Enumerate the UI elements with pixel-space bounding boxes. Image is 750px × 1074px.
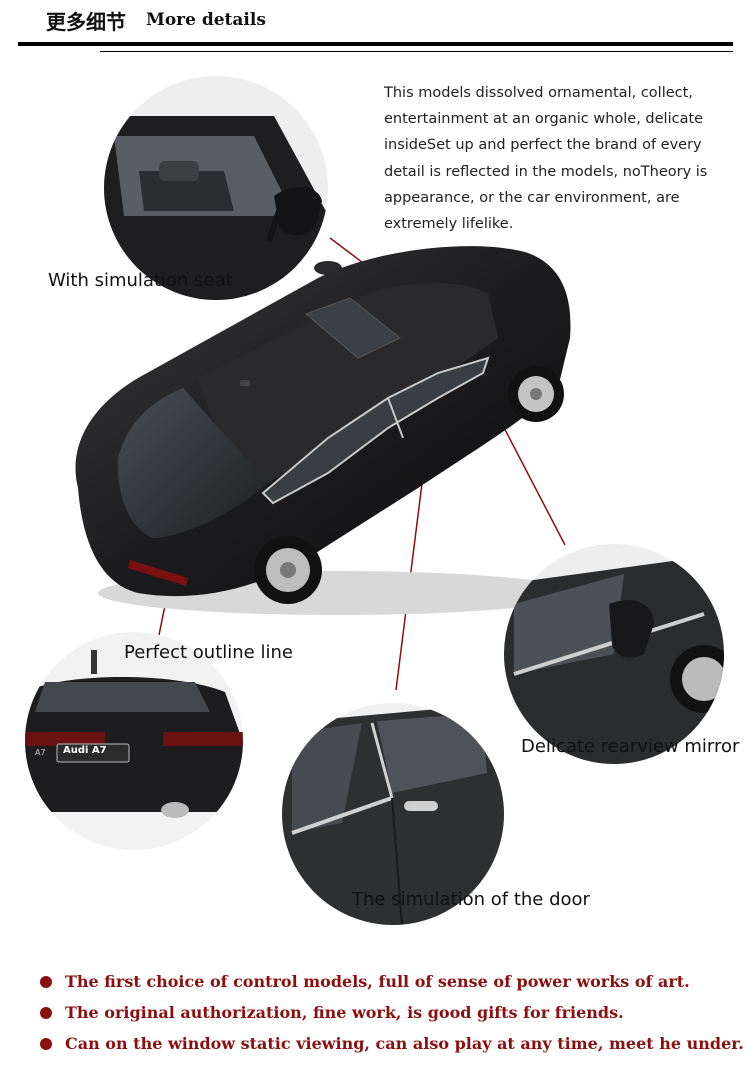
callout-door-label: The simulation of the door xyxy=(352,889,590,910)
rear-side-badge: A7 xyxy=(35,748,46,757)
header-rule-thick xyxy=(18,42,733,46)
bullet-dot-icon xyxy=(40,1006,52,1019)
list-item: Can on the window static viewing, can al… xyxy=(40,1028,744,1059)
feature-text: The original authorization, fine work, i… xyxy=(65,1003,624,1022)
bullet-dot-icon xyxy=(40,975,52,988)
rear-badge: Audi A7 xyxy=(63,745,107,756)
main-car-image xyxy=(75,246,578,615)
list-item: The original authorization, fine work, i… xyxy=(40,997,740,1028)
seat-detail-image xyxy=(104,76,328,300)
feature-list: The first choice of control models, full… xyxy=(40,966,744,1059)
feature-text: Can on the window static viewing, can al… xyxy=(65,1034,744,1053)
header-title-cn: 更多细节 xyxy=(46,10,126,34)
header-rule-thin xyxy=(100,51,733,52)
header-title-en: More details xyxy=(146,10,266,30)
callout-seat-label: With simulation seat xyxy=(48,270,233,291)
list-item: The first choice of control models, full… xyxy=(40,966,740,997)
mirror-detail-image xyxy=(504,544,724,764)
callout-mirror-label: Delicate rearview mirror xyxy=(521,736,740,757)
feature-text: The first choice of control models, full… xyxy=(65,972,690,991)
rear-detail-image: Audi A7 A7 xyxy=(25,632,243,850)
product-description: This models dissolved ornamental, collec… xyxy=(384,85,708,233)
door-detail-image xyxy=(282,703,504,925)
bullet-dot-icon xyxy=(40,1037,52,1050)
callout-outline-label: Perfect outline line xyxy=(124,642,293,663)
